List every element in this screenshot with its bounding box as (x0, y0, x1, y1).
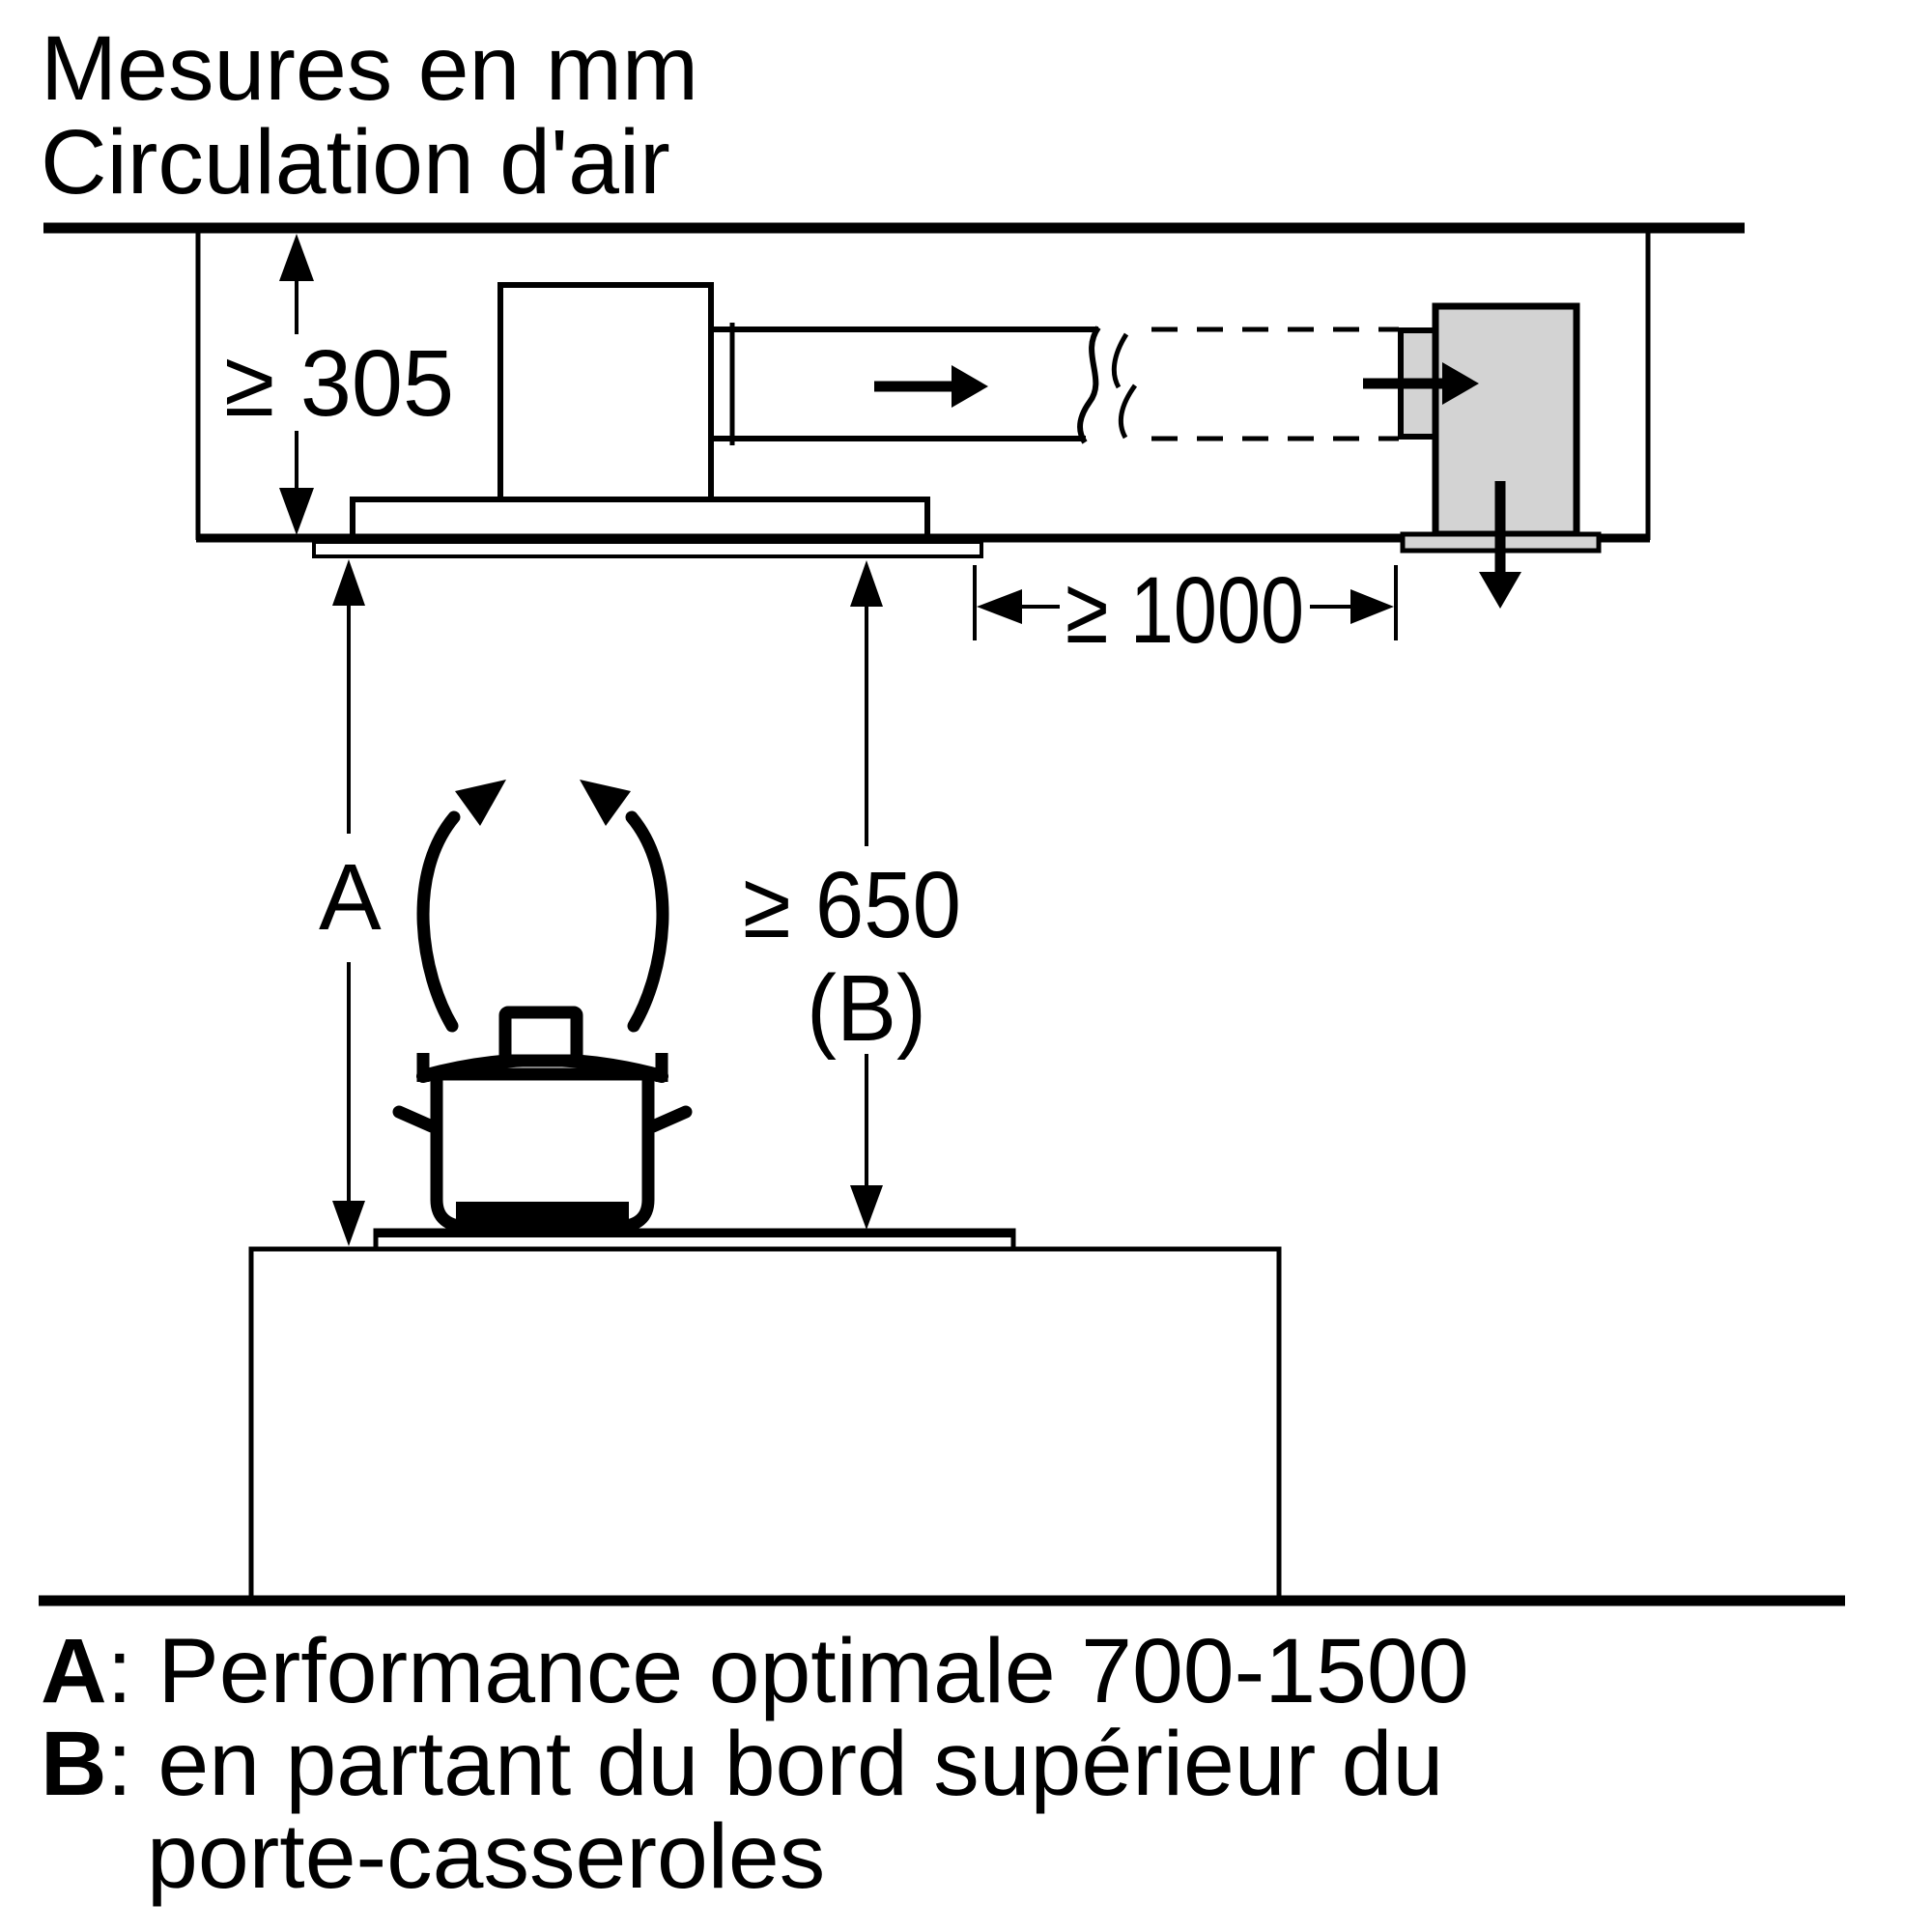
dim-650-ref-label: (B) (807, 955, 926, 1061)
steam-arrow-right-curve (625, 810, 669, 1033)
outlet-outflow-arrow (1479, 481, 1521, 609)
dimension-optimal-height: A (319, 559, 382, 1246)
pot-icon (392, 1006, 693, 1234)
steam-arrows (416, 780, 669, 1033)
legend-line-a: A: Performance optimale 700-1500 (41, 1620, 1469, 1722)
title-line-mode: Circulation d'air (41, 111, 670, 213)
outlet-inflow-arrow-head (1442, 362, 1479, 405)
dimension-soffit-height: ≥ 305 (224, 234, 454, 535)
duct (714, 323, 1399, 445)
hob-plate (373, 1228, 1016, 1252)
dim-1000-label: ≥ 1000 (1065, 557, 1304, 663)
pot-lid-knob (498, 1006, 583, 1067)
air-outlet-unit (1398, 302, 1580, 538)
legend-a-text: Performance optimale 700-1500 (157, 1620, 1468, 1722)
dim-305-arrowhead-down (279, 488, 314, 535)
dim-1000-arrowhead-right (1350, 589, 1394, 624)
pot-handle-left (392, 1105, 439, 1133)
dim-650-arrowhead-up (850, 560, 883, 607)
dim-1000-arrowhead-left (977, 589, 1022, 624)
dimension-duct-run: ≥ 1000 (973, 557, 1398, 663)
legend-b-text: en partant du bord supérieur du (157, 1713, 1443, 1815)
duct-break-wave (1076, 326, 1101, 444)
legend-line-b2: porte-casseroles (147, 1805, 825, 1908)
duct-airflow-arrow (874, 365, 988, 408)
outlet-inflow-arrow (1363, 362, 1479, 405)
dim-a-arrowhead-up (332, 559, 365, 606)
dim-305-arrowhead-up (279, 234, 314, 281)
dim-650-label: ≥ 650 (743, 852, 961, 957)
counter-cabinet (248, 1246, 1282, 1605)
hood-bottom-plate (312, 540, 983, 558)
outlet-box (1432, 302, 1580, 538)
pot-handle-right (646, 1105, 693, 1133)
steam-arrow-left-head (455, 780, 506, 826)
duct-break-arc-lower (1118, 384, 1138, 440)
diagram-title: Mesures en mm Circulation d'air (41, 17, 698, 213)
legend-a-separator: : (107, 1620, 158, 1722)
title-line-units: Mesures en mm (41, 17, 698, 120)
legend-line-b: B: en partant du bord supérieur du (41, 1713, 1443, 1815)
steam-arrow-right-head (580, 780, 631, 826)
legend-b-separator: : (107, 1713, 158, 1815)
hood-unit (350, 282, 930, 541)
legend-b-key: B (41, 1713, 107, 1815)
legend-a-key: A (41, 1620, 107, 1722)
duct-airflow-arrow-head (952, 365, 988, 408)
ceiling-structure (43, 222, 1745, 540)
hood-panel (350, 497, 930, 541)
hood-motor-box (497, 282, 714, 502)
outlet-outflow-arrow-head (1479, 572, 1521, 609)
dim-305-label: ≥ 305 (224, 330, 454, 436)
dim-a-arrowhead-down (332, 1201, 365, 1246)
steam-arrow-left-curve (416, 810, 461, 1033)
duct-break-arc-upper (1111, 332, 1129, 389)
legend: A: Performance optimale 700-1500 B: en p… (41, 1620, 1469, 1908)
dim-650-arrowhead-down (850, 1185, 883, 1230)
dimension-min-clearance: ≥ 650 (B) (743, 560, 961, 1230)
dim-a-label: A (319, 844, 382, 950)
